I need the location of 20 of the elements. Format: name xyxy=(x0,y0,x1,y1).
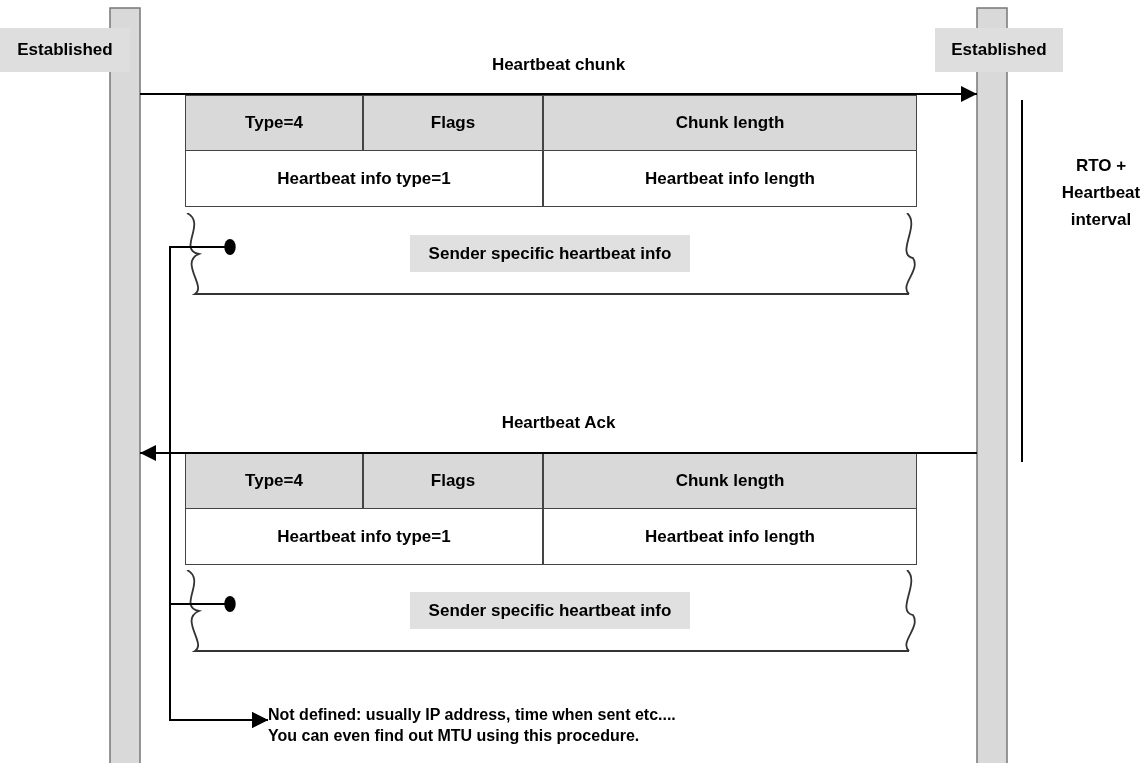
header-cell: Flags xyxy=(363,95,543,151)
message-arrow xyxy=(139,86,978,102)
state-label: Established xyxy=(935,28,1063,72)
header-cell: Chunk length xyxy=(543,453,917,509)
variable-field xyxy=(185,570,917,652)
variable-field xyxy=(185,213,917,295)
field-label: Sender specific heartbeat info xyxy=(410,592,690,629)
state-label: Established xyxy=(0,28,130,72)
header-cell: Type=4 xyxy=(185,453,363,509)
leader-line xyxy=(169,596,269,728)
field-cell: Heartbeat info type=1 xyxy=(185,150,543,207)
header-cell: Flags xyxy=(363,453,543,509)
field-cell: Heartbeat info length xyxy=(543,508,917,565)
field-label: Sender specific heartbeat info xyxy=(410,235,690,272)
header-cell: Type=4 xyxy=(185,95,363,151)
field-cell: Heartbeat info type=1 xyxy=(185,508,543,565)
header-cell: Chunk length xyxy=(543,95,917,151)
message-arrow xyxy=(139,445,978,461)
interval-label: RTO + Heartbeat interval xyxy=(1060,155,1142,231)
field-cell: Heartbeat info length xyxy=(543,150,917,207)
